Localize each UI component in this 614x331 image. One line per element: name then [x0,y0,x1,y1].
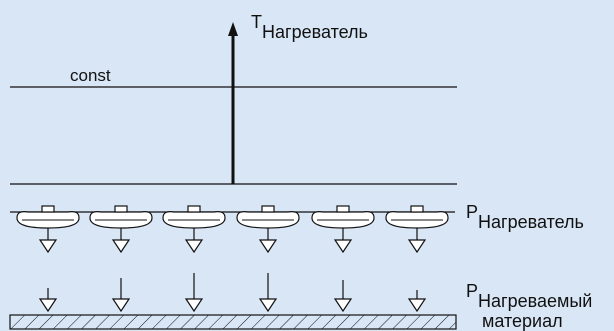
heater-mount [261,205,275,213]
arrow-head [258,239,278,254]
arrow-head [258,298,278,313]
heater-mount [114,205,128,213]
p-heater-label: PНагреватель [466,202,584,232]
heated-material-slab [9,314,457,330]
heater-mount [187,205,201,213]
const-label: const [70,66,111,85]
heater-output-arrow [111,228,131,254]
heater [16,205,80,229]
arrow-head [38,298,58,313]
heater-output-arrow [184,228,204,254]
arrow-head [333,239,353,254]
material-input-arrow [258,273,278,313]
power-arrows [38,228,427,313]
temperature-arrowhead [228,22,238,36]
heater [385,205,449,229]
material-input-arrow [184,273,204,313]
heater-mount [336,205,350,213]
p-material-label-line2: материал [482,311,563,331]
arrow-head [184,298,204,313]
heater-mount [41,205,55,213]
arrow-head [38,239,58,254]
material-input-arrow [407,290,427,313]
heater-output-arrow [258,228,278,254]
arrow-head [184,239,204,254]
t-heater-label: TНагреватель [251,12,368,42]
heater [311,205,375,229]
p-material-label: PНагреваемый [466,281,592,311]
material-input-arrow [333,280,353,313]
heater-mount [410,205,424,213]
material-input-arrow [38,288,58,313]
heater-row [16,205,449,229]
heater-output-arrow [407,228,427,254]
heater [162,205,226,229]
arrow-head [111,239,131,254]
arrow-head [407,298,427,313]
heater [89,205,153,229]
heater-output-arrow [38,228,58,254]
heater-output-arrow [333,228,353,254]
material-input-arrow [111,278,131,313]
arrow-head [333,298,353,313]
arrow-head [407,239,427,254]
arrow-head [111,298,131,313]
heater [236,205,300,229]
